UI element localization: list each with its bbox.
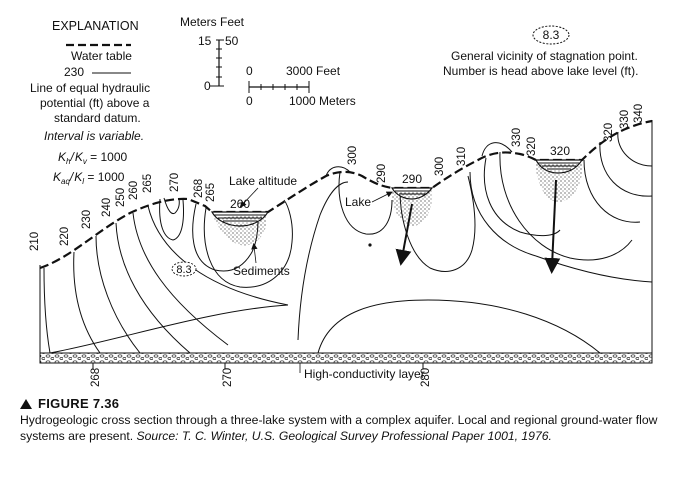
interval-note: Interval is variable. <box>44 129 144 143</box>
v-scale-feet-top: 50 <box>225 34 239 48</box>
contour-lower-3 <box>317 299 601 354</box>
label-contour-220: 220 <box>59 227 71 246</box>
legend: EXPLANATION Water table 230 Line of equa… <box>30 19 150 186</box>
label-contour-300b: 300 <box>434 157 446 176</box>
label-contour-320a: 320 <box>526 137 538 156</box>
figure-caption: FIGURE 7.36 Hydrogeologic cross section … <box>20 396 660 444</box>
label-contour-268: 268 <box>193 179 205 198</box>
label-contour-330b: 330 <box>619 110 631 129</box>
sediments-label: Sediments <box>233 264 290 278</box>
h-scale-feet-zero: 0 <box>246 64 253 78</box>
contour-lower-2 <box>297 181 349 341</box>
contour-legend-value: 230 <box>64 65 84 79</box>
lake-altitude-label: Lake altitude <box>229 174 297 188</box>
contour-265b <box>203 199 293 288</box>
label-contour-250: 250 <box>115 188 127 207</box>
lake-290-value: 290 <box>402 172 422 186</box>
lake-260 <box>211 211 270 246</box>
contour-220 <box>73 251 101 354</box>
label-contour-265a: 265 <box>142 174 154 193</box>
triangle-icon <box>20 399 32 409</box>
label-contour-310: 310 <box>456 147 468 166</box>
ratio-kaq-kl: Kaq/Kl = 1000 <box>53 170 125 186</box>
lake-label: Lake <box>345 195 371 209</box>
contour-330a <box>481 142 513 157</box>
contour-320r <box>583 159 641 223</box>
stagnation-note: 8.3 General vicinity of stagnation point… <box>443 25 638 78</box>
v-scale-zero: 0 <box>204 79 211 93</box>
vertical-scale-title: Meters Feet <box>180 15 245 29</box>
lake-320 <box>535 159 584 203</box>
contour-240 <box>115 222 191 354</box>
flow-arrow-right <box>544 179 561 274</box>
label-contour-330a: 330 <box>511 128 523 147</box>
label-contour-230: 230 <box>81 210 93 229</box>
contour-right-b <box>499 151 633 261</box>
lake-320-value: 320 <box>550 144 570 158</box>
lake-260-value: 260 <box>230 197 250 211</box>
h-scale-feet-end: 3000 Feet <box>286 64 341 78</box>
bottom-label-268: 268 <box>90 368 102 387</box>
water-table-legend-label: Water table <box>71 49 132 63</box>
contour-middle-a <box>338 171 393 235</box>
horizontal-scale: 0 3000 Feet 0 1000 Meters <box>246 64 356 108</box>
stagnation-note-line1: General vicinity of stagnation point. <box>451 49 638 63</box>
contour-right-a <box>483 157 561 237</box>
contour-lower-1 <box>49 304 289 354</box>
contour-265a <box>159 198 184 241</box>
contour-310 <box>469 171 537 257</box>
high-conductivity-layer <box>39 352 653 364</box>
cross-section <box>39 119 653 373</box>
flow-arrow-middle <box>395 203 413 266</box>
caption-text: Hydrogeologic cross section through a th… <box>20 413 658 443</box>
label-contour-270: 270 <box>169 173 181 192</box>
contour-270-loop <box>163 197 180 215</box>
v-scale-meters-top: 15 <box>198 34 212 48</box>
label-contour-240: 240 <box>101 198 113 217</box>
contour-340r <box>617 131 653 167</box>
label-contour-290: 290 <box>376 164 388 183</box>
vertical-scale: Meters Feet 15 50 0 <box>180 15 245 93</box>
caption-source: Source: T. C. Winter, U.S. Geological Su… <box>136 429 552 443</box>
bottom-label-280: 280 <box>420 368 432 387</box>
contour-legend-desc-3: standard datum. <box>54 111 141 125</box>
ratio-kh-kv: Kh/Kv = 1000 <box>58 150 128 166</box>
h-scale-m-zero: 0 <box>246 94 253 108</box>
contour-210 <box>43 267 51 354</box>
contour-300-loop <box>325 166 351 177</box>
label-contour-300a: 300 <box>347 146 359 165</box>
label-contour-265b: 265 <box>205 183 217 202</box>
contour-250 <box>132 212 229 346</box>
figure-label: FIGURE 7.36 <box>20 396 660 412</box>
stagnation-marker-value: 8.3 <box>176 264 191 276</box>
h-scale-m-end: 1000 Meters <box>289 94 356 108</box>
label-contour-260: 260 <box>128 181 140 200</box>
contour-legend-desc-2: potential (ft) above a <box>40 96 150 110</box>
legend-title: EXPLANATION <box>52 19 139 33</box>
label-contour-340: 340 <box>633 104 645 123</box>
contour-330r <box>599 141 653 197</box>
stagnation-note-line2: Number is head above lake level (ft). <box>443 64 638 78</box>
stagnation-marker <box>171 261 197 277</box>
label-contour-210: 210 <box>29 232 41 251</box>
label-contour-320b: 320 <box>603 123 615 142</box>
contour-230 <box>95 235 141 354</box>
section-labels: 210 220 230 240 250 260 265 270 268 265 … <box>29 104 645 387</box>
stagnation-note-value: 8.3 <box>543 28 560 42</box>
bottom-label-270: 270 <box>222 368 234 387</box>
contour-legend-desc-1: Line of equal hydraulic <box>30 81 150 95</box>
high-conductivity-label: High-conductivity layer <box>304 367 425 381</box>
